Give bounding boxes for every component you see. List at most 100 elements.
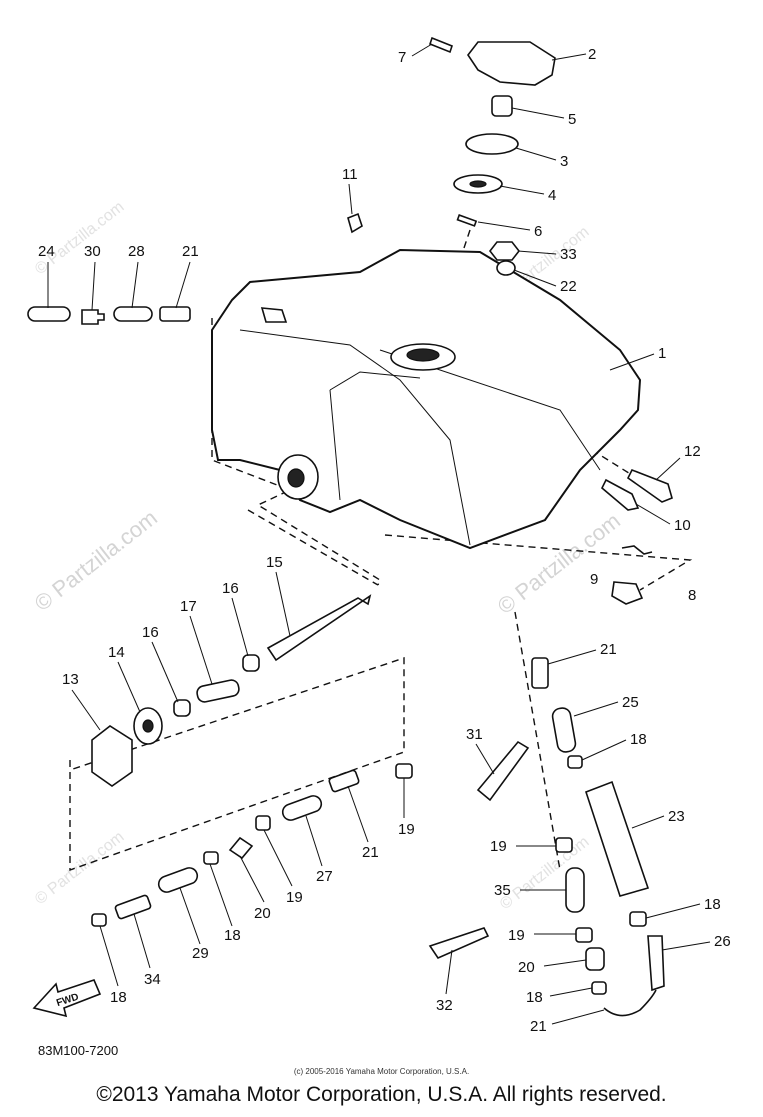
part-24-hose — [27, 306, 71, 322]
callout-16-right: 16 — [222, 580, 239, 597]
callout-5: 5 — [568, 111, 576, 128]
part-35-pipe — [565, 867, 585, 913]
part-16-oring-a — [173, 699, 191, 717]
part-10-bolt — [601, 478, 640, 511]
tank-filler-hole — [406, 348, 440, 362]
callout-26: 26 — [714, 933, 731, 950]
watermark-faint-mid-left: © Partzilla.com — [32, 828, 127, 908]
watermark-faint-top-left: © Partzilla.com — [32, 198, 127, 278]
copyright-notice: ©2013 Yamaha Motor Corporation, U.S.A. A… — [96, 1083, 667, 1106]
callout-27: 27 — [316, 868, 333, 885]
guide-hose-line — [514, 611, 561, 871]
callout-12: 12 — [684, 443, 701, 460]
callout-18-left-b: 18 — [110, 989, 127, 1006]
guide-bolt-axis — [479, 379, 641, 481]
leader-21d — [551, 1009, 605, 1025]
callout-34: 34 — [144, 971, 161, 988]
callout-21-top: 21 — [182, 243, 199, 260]
part-17-pipe — [196, 679, 240, 703]
leader-28 — [131, 261, 139, 309]
callout-19-right-a: 19 — [490, 838, 507, 855]
callout-1: 1 — [658, 345, 666, 362]
part-15-bolt — [266, 594, 372, 662]
callout-18-left-a: 18 — [224, 927, 241, 944]
fuel-line-assembly — [428, 657, 665, 1017]
callout-25: 25 — [622, 694, 639, 711]
callout-13: 13 — [62, 671, 79, 688]
part-13-knob — [91, 725, 133, 787]
part-19-clamp-b — [575, 927, 593, 943]
leader-26 — [661, 941, 711, 951]
part-27-hose — [281, 795, 323, 821]
part-4-washer-hole — [469, 180, 487, 188]
leader-20b — [543, 959, 587, 967]
callout-15: 15 — [266, 554, 283, 571]
part-25-hose — [551, 707, 577, 753]
callout-16-left: 16 — [142, 624, 159, 641]
part-12-bolt — [626, 468, 673, 503]
mounting-hardware — [601, 468, 673, 605]
callout-20-right: 20 — [518, 959, 535, 976]
leader-31 — [475, 743, 495, 775]
leader-11 — [348, 183, 353, 215]
part-3-gasket — [465, 133, 519, 155]
leader-1 — [609, 353, 655, 371]
leader-18b — [645, 903, 701, 919]
callouts: 2 7 5 3 4 6 33 22 11 24 30 28 21 1 12 10… — [38, 46, 731, 1035]
leader-21a — [547, 649, 597, 665]
leader-4 — [499, 185, 545, 195]
vent-fitting — [260, 307, 288, 323]
callout-18-right-b: 18 — [704, 896, 721, 913]
callout-3: 3 — [560, 153, 568, 170]
leader-12 — [655, 457, 681, 481]
leader-21b — [347, 785, 369, 843]
part-7-pin — [429, 36, 453, 54]
part-5-spring — [491, 95, 513, 117]
callout-19-right-b: 19 — [508, 927, 525, 944]
diagram-code: 83M100-7200 — [38, 1043, 119, 1058]
part-22-grommet — [496, 260, 516, 276]
part-11-clip — [347, 212, 363, 234]
leader-29 — [179, 887, 201, 945]
leader-lines — [47, 43, 711, 1025]
part-26-hose — [647, 935, 665, 992]
callout-30: 30 — [84, 243, 101, 260]
callout-22: 22 — [560, 278, 577, 295]
leader-17 — [189, 615, 213, 685]
leader-25 — [573, 701, 619, 717]
leader-20a — [239, 855, 265, 903]
callout-21-right-lower: 21 — [530, 1018, 547, 1035]
part-23-filter — [585, 780, 650, 897]
petcock-assembly — [91, 594, 372, 787]
leader-2 — [551, 53, 587, 61]
part-19-clamp-d — [255, 815, 271, 831]
part-18-clamp-e — [91, 913, 107, 927]
fwd-arrow-shape — [32, 979, 102, 1018]
tank-contour-3 — [379, 349, 601, 471]
part-8-clip — [611, 581, 644, 605]
part-28-hose — [113, 306, 153, 322]
petcock-hose-assembly — [91, 763, 413, 927]
part-14-washer-hole — [142, 719, 154, 733]
leader-19d — [263, 829, 293, 887]
part-16-oring-b — [242, 654, 260, 672]
leader-22 — [513, 269, 557, 287]
leader-27 — [305, 815, 323, 867]
guide-filter-line — [384, 534, 693, 591]
part-20-fitting-a — [228, 836, 254, 860]
part-21-clamp-a — [531, 657, 549, 689]
callout-9: 9 — [590, 571, 598, 588]
leader-21-top — [175, 261, 191, 309]
callout-18-right-c: 18 — [526, 989, 543, 1006]
guide-tank-front — [211, 318, 381, 586]
leader-7 — [411, 43, 433, 57]
callout-20-left: 20 — [254, 905, 271, 922]
watermark-left: © Partzilla.com — [30, 505, 162, 616]
callout-21-right-upper: 21 — [600, 641, 617, 658]
part-9-clip — [621, 545, 653, 555]
part-32-bolt — [428, 927, 490, 960]
part-34-spring — [114, 894, 152, 920]
callout-24: 24 — [38, 243, 55, 260]
tank-outlet-hole — [287, 468, 305, 488]
